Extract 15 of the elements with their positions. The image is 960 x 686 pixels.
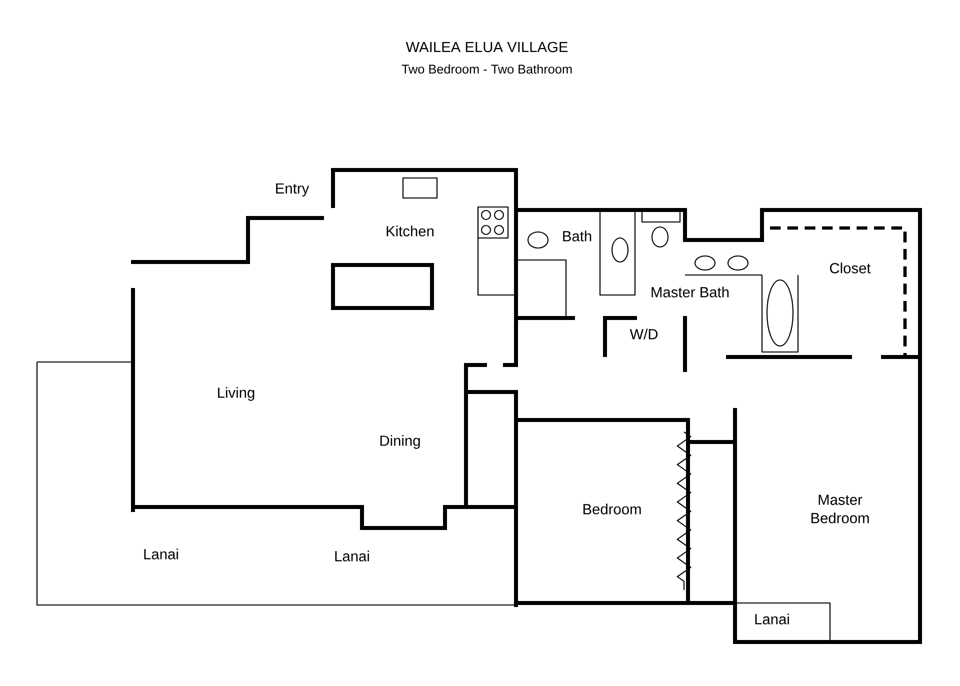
- room-label: Master Bath: [652, 286, 729, 298]
- room-label: Bedroom: [583, 504, 641, 514]
- room-label: Master Bedroom: [811, 494, 869, 524]
- room-label: Bath: [563, 230, 592, 242]
- room-label: Lanai: [144, 548, 178, 560]
- title: WAILEA ELUA VILLAGE: [406, 42, 568, 52]
- room-label: Entry: [276, 183, 310, 197]
- room-label: Kitchen: [386, 226, 434, 236]
- room-label: Lanai: [755, 614, 789, 624]
- subtitle: Two Bedroom - Two Bathroom: [402, 64, 572, 74]
- room-label: W/D: [630, 328, 658, 340]
- room-label: Closet: [830, 262, 871, 274]
- room-label: Dining: [380, 435, 420, 449]
- room-label: Living: [218, 387, 254, 401]
- room-label: Lanai: [335, 550, 369, 562]
